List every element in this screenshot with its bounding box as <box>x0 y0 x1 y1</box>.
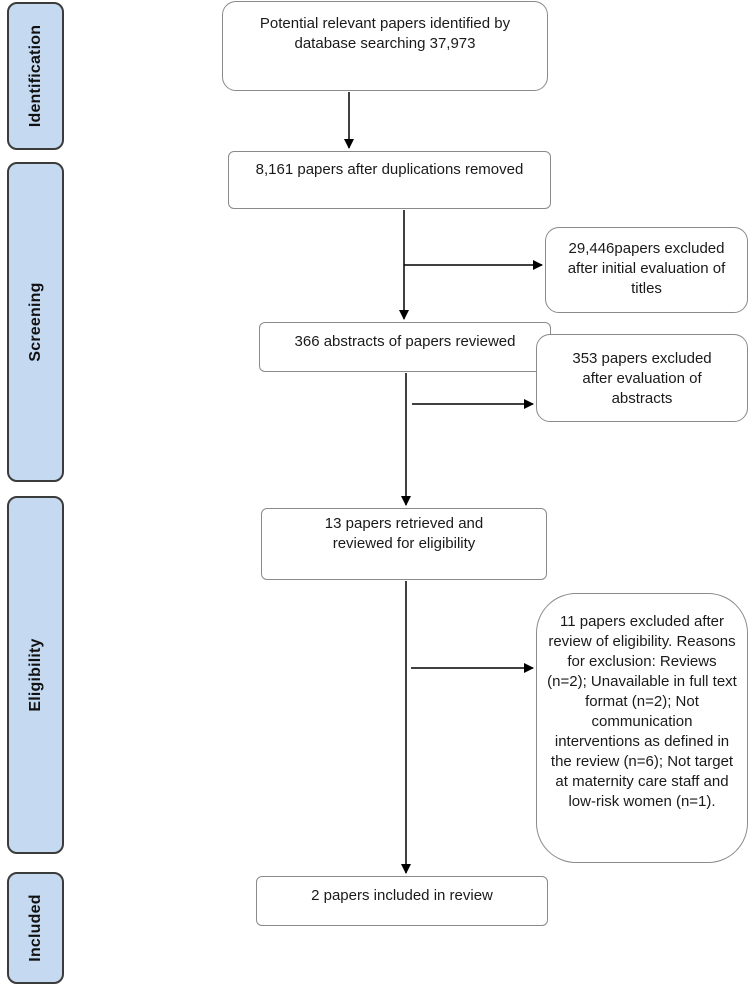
stage-eligibility: Eligibility <box>7 496 64 854</box>
box-excluded-titles-text: 29,446papers excluded after initial eval… <box>567 240 726 297</box>
box-identified-text: Potential relevant papers identified by … <box>259 15 511 52</box>
box-included-text: 2 papers included in review <box>311 887 493 904</box>
box-identified: Potential relevant papers identified by … <box>222 1 548 91</box>
box-deduplicated-text: 8,161 papers after duplications removed <box>255 161 524 178</box>
box-excluded-eligibility-text: 11 papers excluded after review of eligi… <box>547 613 737 810</box>
box-included: 2 papers included in review <box>256 876 548 926</box>
box-abstracts-reviewed-text: 366 abstracts of papers reviewed <box>294 333 516 350</box>
stage-included: Included <box>7 872 64 984</box>
box-deduplicated: 8,161 papers after duplications removed <box>228 151 551 209</box>
box-abstracts-reviewed: 366 abstracts of papers reviewed <box>259 322 551 372</box>
box-excluded-titles: 29,446papers excluded after initial eval… <box>545 227 748 313</box>
box-retrieved-text: 13 papers retrieved and reviewed for eli… <box>324 515 484 552</box>
box-retrieved: 13 papers retrieved and reviewed for eli… <box>261 508 547 580</box>
box-excluded-abstracts-text: 353 papers excluded after evaluation of … <box>572 350 712 407</box>
stage-identification: Identification <box>7 2 64 150</box>
box-excluded-eligibility: 11 papers excluded after review of eligi… <box>536 593 748 863</box>
box-excluded-abstracts: 353 papers excluded after evaluation of … <box>536 334 748 422</box>
stage-screening: Screening <box>7 162 64 482</box>
